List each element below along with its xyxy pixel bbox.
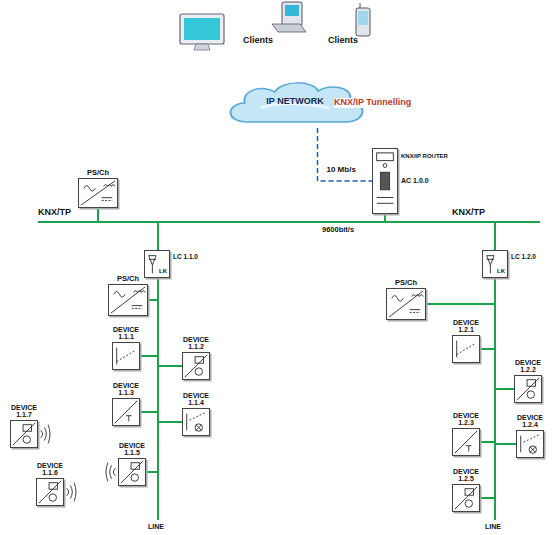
device-label: DEVICE 1.1.2: [176, 336, 216, 351]
device-label: DEVICE 1.1.1: [106, 326, 146, 341]
knx-device-box: DEVICE 1.2.5: [452, 484, 480, 512]
device-label: DEVICE 1.1.6: [30, 462, 70, 477]
power-supply-box: PS/Ch: [386, 288, 426, 320]
device-type: KNX/IP ROUTER: [401, 153, 448, 160]
device-label: DEVICE 1.2.1: [446, 319, 486, 334]
ps-symbol: [109, 285, 147, 315]
dev-symbol: [113, 399, 139, 425]
coupler-mark: LK: [159, 268, 167, 275]
knx-device-box: DEVICE 1.1.5: [118, 458, 146, 486]
line-coupler-box: LKLC 1.1.0: [144, 250, 170, 278]
link-speed-label: 10 Mb/s: [326, 166, 357, 175]
client-label: Clients: [243, 36, 273, 46]
router-symbol: [373, 149, 397, 213]
line-label: LINE: [485, 523, 501, 531]
dev-symbol: [453, 429, 479, 455]
device-address: LC 1.1.0: [173, 253, 198, 260]
ps-symbol: [387, 289, 425, 319]
protocol-label: KNX/IP Tunnelling: [334, 98, 411, 108]
supply-label: PS/Ch: [395, 279, 417, 287]
knx-ip-router: KNX/IP ROUTERAC 1.0.0: [372, 148, 398, 214]
client-monitor: [180, 14, 224, 50]
knx-device-box: DEVICE 1.1.4: [182, 408, 210, 436]
dev-symbol: [113, 343, 139, 369]
coupler-mark: LK: [497, 268, 505, 275]
knx-device-box: DEVICE 1.1.2: [182, 352, 210, 380]
device-label: DEVICE 1.1.3: [106, 382, 146, 397]
device-label: DEVICE 1.1.5: [112, 442, 152, 457]
supply-label: PS/Ch: [87, 169, 109, 177]
ps-symbol: [79, 179, 117, 207]
device-label: DEVICE 1.2.4: [510, 414, 550, 429]
knx-device-box: DEVICE 1.1.7: [10, 420, 38, 448]
client-desktop: [272, 2, 306, 32]
knx-device-box: DEVICE 1.1.3: [112, 398, 140, 426]
line-label: LINE: [148, 523, 164, 531]
knx-tp-bus: [38, 208, 540, 520]
dev-symbol: [453, 485, 479, 511]
device-address: LC 1.2.0: [511, 253, 536, 260]
knx-device-box: DEVICE 1.1.6: [36, 478, 64, 506]
client-pda: [356, 3, 370, 36]
ethernet-link: [318, 128, 373, 181]
dev-symbol: [37, 479, 63, 505]
client-label: Clients: [328, 36, 358, 46]
power-supply-box: PS/Ch: [78, 178, 118, 208]
knx-device-box: DEVICE 1.2.3: [452, 428, 480, 456]
device-label: DEVICE 1.2.2: [508, 359, 548, 374]
dev-symbol: [11, 421, 37, 447]
bus-label: KNX/TP: [452, 208, 485, 218]
dev-symbol: [453, 336, 479, 362]
bitrate-label: 9600bit/s: [322, 226, 354, 234]
device-address: AC 1.0.0: [401, 177, 429, 185]
dev-symbol: [183, 409, 209, 435]
dev-symbol: [517, 431, 543, 457]
device-label: DEVICE 1.2.5: [446, 468, 486, 483]
knx-device-box: DEVICE 1.2.4: [516, 430, 544, 458]
knx-device-box: DEVICE 1.2.2: [514, 375, 542, 403]
dev-symbol: [515, 376, 541, 402]
power-supply-box: PS/Ch: [108, 284, 148, 316]
bus-label: KNX/TP: [38, 208, 71, 218]
knx-device-box: DEVICE 1.2.1: [452, 335, 480, 363]
dev-symbol: [183, 353, 209, 379]
device-label: DEVICE 1.1.4: [176, 392, 216, 407]
device-label: DEVICE 1.1.7: [4, 404, 44, 419]
device-label: DEVICE 1.2.3: [446, 412, 486, 427]
supply-label: PS/Ch: [117, 275, 139, 283]
knx-device-box: DEVICE 1.1.1: [112, 342, 140, 370]
dev-symbol: [119, 459, 145, 485]
line-coupler-box: LKLC 1.2.0: [482, 250, 508, 278]
